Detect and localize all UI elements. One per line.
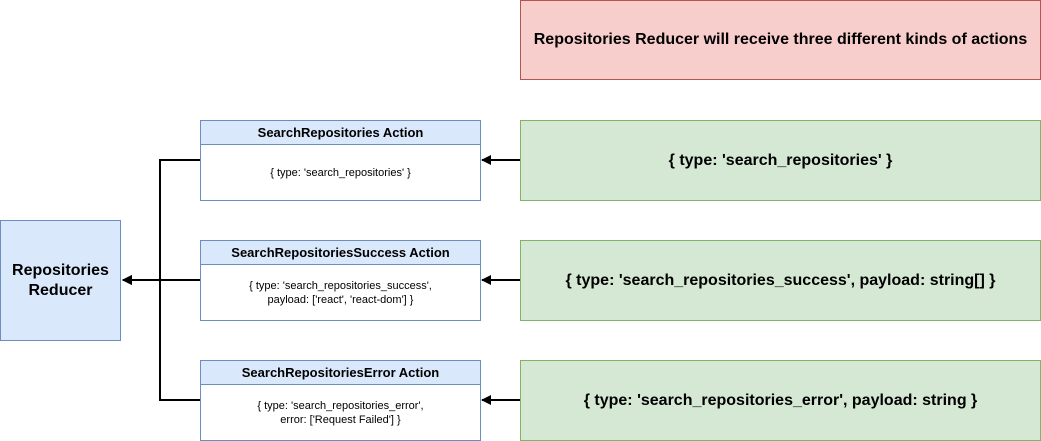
repositories-reducer-box: Repositories Reducer (0, 220, 121, 341)
type-definition-text: { type: 'search_repositories_success', p… (565, 271, 996, 289)
action-body-line: { type: 'search_repositories_error', (257, 399, 424, 412)
reducer-label-line1: Repositories (12, 261, 109, 279)
connector-error-action-to-reducer (122, 275, 200, 401)
reducer-label-line2: Reducer (28, 281, 93, 299)
action-header: SearchRepositoriesError Action (201, 361, 480, 385)
search-repositories-success-action-box: SearchRepositoriesSuccess Action { type:… (200, 240, 481, 321)
action-body-line: { type: 'search_repositories' } (270, 166, 411, 179)
action-body-line: payload: ['react', 'react-dom'] } (267, 293, 414, 306)
search-repositories-action-box: SearchRepositories Action { type: 'searc… (200, 120, 481, 201)
note-box: Repositories Reducer will receive three … (520, 0, 1041, 80)
type-definition-text: { type: 'search_repositories_error', pay… (583, 391, 978, 409)
action-body-line: error: ['Request Failed'] } (280, 413, 401, 426)
action-title: SearchRepositoriesError Action (241, 365, 440, 380)
action-header: SearchRepositoriesSuccess Action (201, 241, 480, 265)
action-body-line: { type: 'search_repositories_success', (249, 279, 432, 292)
action-body: { type: 'search_repositories' } (201, 145, 480, 200)
search-repositories-error-action-box: SearchRepositoriesError Action { type: '… (200, 360, 481, 441)
type-definition-box-success: { type: 'search_repositories_success', p… (520, 240, 1041, 321)
action-title: SearchRepositoriesSuccess Action (231, 245, 450, 260)
action-header: SearchRepositories Action (201, 121, 480, 145)
connector-search-action-to-reducer (122, 159, 200, 285)
type-definition-box-error: { type: 'search_repositories_error', pay… (520, 360, 1041, 441)
note-text: Repositories Reducer will receive three … (533, 31, 1028, 48)
type-definition-text: { type: 'search_repositories' } (668, 151, 893, 169)
action-title: SearchRepositories Action (257, 125, 424, 140)
action-body: { type: 'search_repositories_success', p… (201, 265, 480, 320)
type-definition-box-search: { type: 'search_repositories' } (520, 120, 1041, 201)
action-body: { type: 'search_repositories_error', err… (201, 385, 480, 440)
